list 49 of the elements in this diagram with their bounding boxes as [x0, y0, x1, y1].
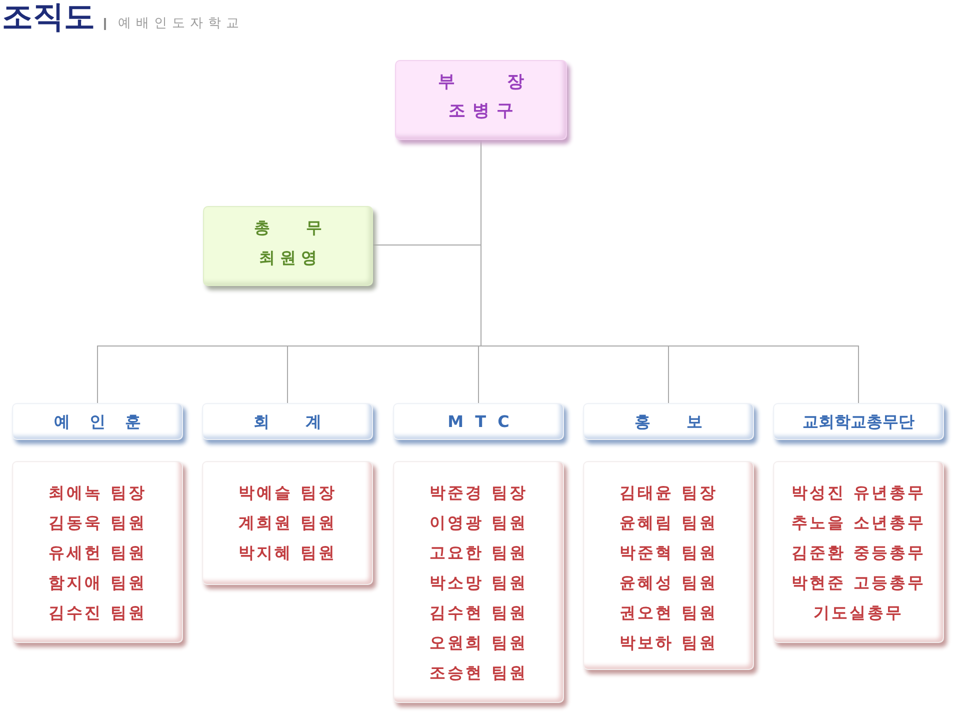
member-entry: 함지애 팀원: [48, 572, 146, 594]
member-entry: 박현준 고등총무: [792, 572, 926, 594]
member-entry: 계희원 팀원: [238, 512, 336, 534]
member-entry: 김태윤 팀장: [620, 482, 718, 504]
role-title: 총 무: [254, 217, 322, 239]
member-entry: 기도실총무: [814, 602, 904, 624]
member-entry: 이영광 팀원: [430, 512, 528, 534]
member-entry: 박보하 팀원: [620, 632, 718, 654]
member-entry: 김수진 팀원: [48, 602, 146, 624]
role-title: 부 장: [438, 71, 524, 94]
member-list-box: [583, 461, 754, 670]
member-entry: 박준경 팀장: [430, 482, 528, 504]
team-header-box: [583, 403, 754, 440]
member-entry: 윤혜성 팀원: [620, 572, 718, 594]
page-title: 조직도: [2, 0, 95, 36]
member-entry: 박성진 유년총무: [792, 482, 926, 504]
member-entry: 추노을 소년총무: [792, 512, 926, 534]
member-entry: 김동욱 팀원: [48, 512, 146, 534]
team-name: 회 계: [254, 412, 322, 432]
role-box: [203, 206, 373, 286]
member-list-box: [773, 461, 944, 643]
person-name: 조병구: [448, 100, 520, 123]
team-name: 홍 보: [634, 412, 702, 432]
member-list-box: [393, 461, 564, 703]
member-entry: 유세헌 팀원: [48, 542, 146, 564]
member-entry: 윤혜림 팀원: [620, 512, 718, 534]
person-name: 최원영: [259, 247, 322, 269]
member-entry: 김준환 중등총무: [792, 542, 926, 564]
member-list-box: [202, 461, 373, 585]
team-header-box: [773, 403, 944, 440]
team-header-box: [202, 403, 373, 440]
member-entry: 최에녹 팀장: [48, 482, 146, 504]
member-entry: 조승현 팀원: [430, 662, 528, 684]
subtitle: 예배인도자학교: [118, 15, 244, 33]
team-name: 교회학교총무단: [802, 412, 914, 432]
member-entry: 김수현 팀원: [430, 602, 528, 624]
member-entry: 박지혜 팀원: [238, 542, 336, 564]
member-list-box: [12, 461, 183, 643]
member-entry: 박예슬 팀장: [238, 482, 336, 504]
team-name: 예 인 훈: [54, 412, 142, 432]
member-entry: 권오현 팀원: [620, 602, 718, 624]
team-name: M T C: [448, 412, 510, 432]
team-header-box: [393, 403, 564, 440]
role-box: [395, 60, 567, 140]
member-entry: 오원희 팀원: [430, 632, 528, 654]
member-entry: 고요한 팀원: [430, 542, 528, 564]
member-entry: 박소망 팀원: [430, 572, 528, 594]
member-entry: 박준혁 팀원: [620, 542, 718, 564]
team-header-box: [12, 403, 183, 440]
